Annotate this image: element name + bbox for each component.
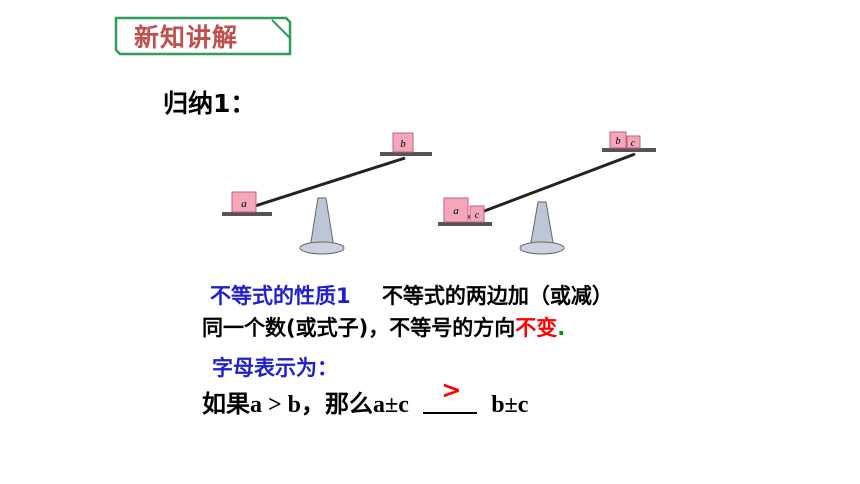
badge-label: 新知讲解 [134,23,239,52]
svg-text:c: c [631,138,636,149]
svg-text:c: c [475,210,480,221]
property-line-1: 不等式的性质1 不等式的两边加（或减） [210,280,613,310]
summary-title: 归纳1： [163,89,256,118]
formula-connector: ，那么 [301,390,374,418]
formula-right-expr: b±c [491,392,529,418]
left-balance-scale: a b [222,132,432,255]
letter-label: 字母表示为： [212,356,338,380]
weight-block-c [626,135,641,149]
formula-line: 如果a > b，那么a±c > b±c [202,376,529,419]
block-label-a: a [241,198,247,210]
right-balance-scale: a c b c [438,131,656,255]
property-text-1: 不等式的两边加（或减） [381,284,613,308]
weight-block-a [443,197,469,223]
section-badge: 新知讲解 [112,12,292,58]
answer-blank: > [423,376,478,414]
property-name: 不等式的性质1 [210,284,351,308]
weight-block-a [231,191,257,213]
weight-block-b [609,131,627,149]
weight-block-b [392,132,414,153]
formula-prefix: 如果 [202,390,250,418]
svg-text:a: a [453,205,459,217]
property-period: . [557,316,566,340]
property-line-2: 同一个数(或式子)，不等号的方向不变. [202,312,565,342]
property-text-2: 同一个数(或式子)，不等号的方向 [202,316,516,340]
property-emphasis: 不变 [515,316,558,340]
svg-text:b: b [616,136,621,147]
answer-symbol: > [441,376,462,404]
formula-condition: a > b [250,392,302,418]
balance-scales-illustration: a b a c b c [222,131,656,255]
weight-block-c [469,205,485,223]
formula-left-expr: a±c [373,392,409,418]
block-label-b: b [400,138,406,150]
badge-frame [114,16,292,56]
